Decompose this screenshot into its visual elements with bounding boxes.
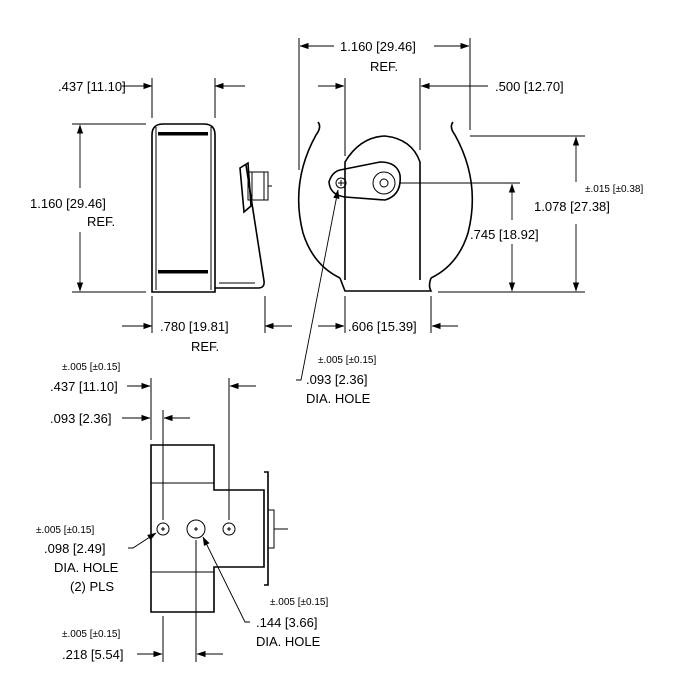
front-view: 1.160 [29.46] REF. .500 [12.70] ±.015 [±…: [296, 38, 643, 406]
bottom-small-hole-qty: (2) PLS: [70, 579, 114, 594]
front-base-width-label: .606 [15.39]: [348, 319, 417, 334]
bottom-width-tolerance: ±.005 [±0.15]: [62, 362, 120, 373]
front-width-label: 1.160 [29.46]: [340, 39, 416, 54]
bottom-offset-label: .218 [5.54]: [62, 647, 123, 662]
bottom-small-hole-callout: ±.005 [±0.15] .098 [2.49] DIA. HOLE (2) …: [36, 525, 157, 594]
bottom-large-hole-label: DIA. HOLE: [256, 634, 321, 649]
side-view-body: [151, 123, 265, 293]
bottom-large-hole-tolerance: ±.005 [±0.15]: [270, 597, 328, 608]
bottom-edge-dimension: .093 [2.36]: [50, 410, 190, 520]
front-offset-dimension: .500 [12.70]: [318, 78, 564, 156]
front-hole-center-dimension: .745 [18.92]: [470, 183, 539, 292]
side-depth-ref: REF.: [191, 339, 219, 354]
bottom-large-hole-callout: ±.005 [±0.15] .144 [3.66] DIA. HOLE: [202, 536, 328, 649]
bottom-small-hole-label: DIA. HOLE: [54, 560, 119, 575]
side-width-label: .437 [11.10]: [58, 79, 126, 94]
front-view-body: [297, 121, 520, 292]
bottom-small-hole-tolerance: ±.005 [±0.15]: [36, 525, 94, 536]
side-view: .437 [11.10] 1.160 [29.46] REF. .780 [19…: [30, 78, 292, 354]
bottom-offset-dimension: ±.005 [±0.15] .218 [5.54]: [62, 540, 223, 662]
side-depth-label: .780 [19.81]: [160, 319, 229, 334]
side-view-depth-dimension: .780 [19.81] REF.: [122, 296, 292, 354]
front-overall-width-dimension: 1.160 [29.46] REF.: [298, 38, 471, 170]
bottom-offset-tolerance: ±.005 [±0.15]: [62, 629, 120, 640]
bottom-large-hole-size: .144 [3.66]: [256, 615, 317, 630]
side-view-stud: [239, 161, 272, 214]
front-height-dimension: ±.015 [±0.38] 1.078 [27.38]: [438, 135, 643, 293]
front-height-tolerance: ±.015 [±0.38]: [585, 184, 643, 195]
front-height-label: 1.078 [27.38]: [534, 199, 610, 214]
front-hole-label: DIA. HOLE: [306, 391, 371, 406]
side-height-label: 1.160 [29.46]: [30, 196, 106, 211]
bottom-edge-label: .093 [2.36]: [50, 411, 111, 426]
bottom-small-hole-size: .098 [2.49]: [44, 541, 105, 556]
front-offset-label: .500 [12.70]: [495, 79, 564, 94]
side-view-height-dimension: 1.160 [29.46] REF.: [30, 123, 146, 293]
side-view-width-dimension: .437 [11.10]: [58, 78, 245, 118]
front-hole-size: .093 [2.36]: [306, 372, 367, 387]
front-base-width-dimension: .606 [15.39]: [318, 296, 458, 334]
front-hole-tolerance: ±.005 [±0.15]: [318, 355, 376, 366]
bottom-view-body: [150, 444, 288, 613]
side-height-ref: REF.: [87, 214, 115, 229]
front-width-ref: REF.: [370, 59, 398, 74]
front-hole-center-label: .745 [18.92]: [470, 227, 539, 242]
front-hole-callout: ±.005 [±0.15] .093 [2.36] DIA. HOLE: [296, 189, 376, 406]
bottom-view: ±.005 [±0.15] .437 [11.10] .093 [2.36] ±…: [36, 362, 328, 662]
bottom-width-dimension: ±.005 [±0.15] .437 [11.10]: [50, 362, 256, 520]
bottom-width-label: .437 [11.10]: [50, 379, 118, 394]
